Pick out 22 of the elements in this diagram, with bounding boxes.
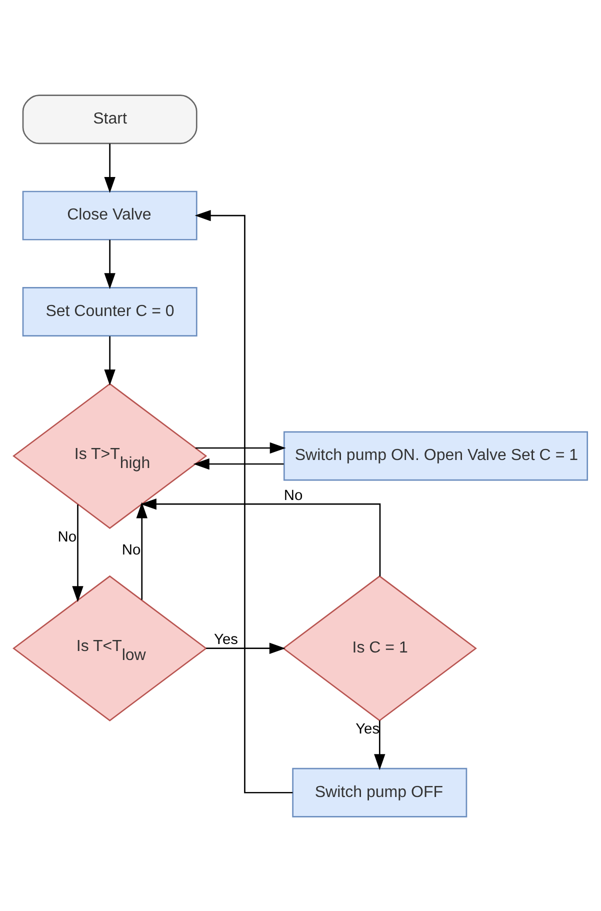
arrow [193, 458, 284, 470]
arrow [140, 498, 381, 576]
edge-label: Yes [356, 720, 380, 737]
node-box: Start [22, 94, 198, 144]
edge-label: Yes [214, 632, 238, 648]
node-box: Close Valve [22, 190, 198, 240]
edge-label: No [58, 528, 77, 545]
node-diamond: Is C = 1 [282, 574, 477, 721]
arrow [195, 442, 286, 454]
arrow [374, 720, 386, 770]
arrow [104, 143, 116, 192]
arrow [72, 504, 84, 602]
node-box: Switch pump ON. Open Valve Set C = 1 [283, 430, 588, 480]
arrow [104, 336, 116, 385]
edge-label: No [284, 487, 303, 504]
edge-label: No [122, 542, 141, 558]
arrow [194, 209, 293, 793]
node-box: Switch pump OFF [292, 767, 468, 817]
arrow [136, 502, 148, 600]
arrow [104, 239, 116, 289]
arrow [206, 642, 286, 654]
node-box: Set Counter C = 0 [22, 286, 198, 336]
